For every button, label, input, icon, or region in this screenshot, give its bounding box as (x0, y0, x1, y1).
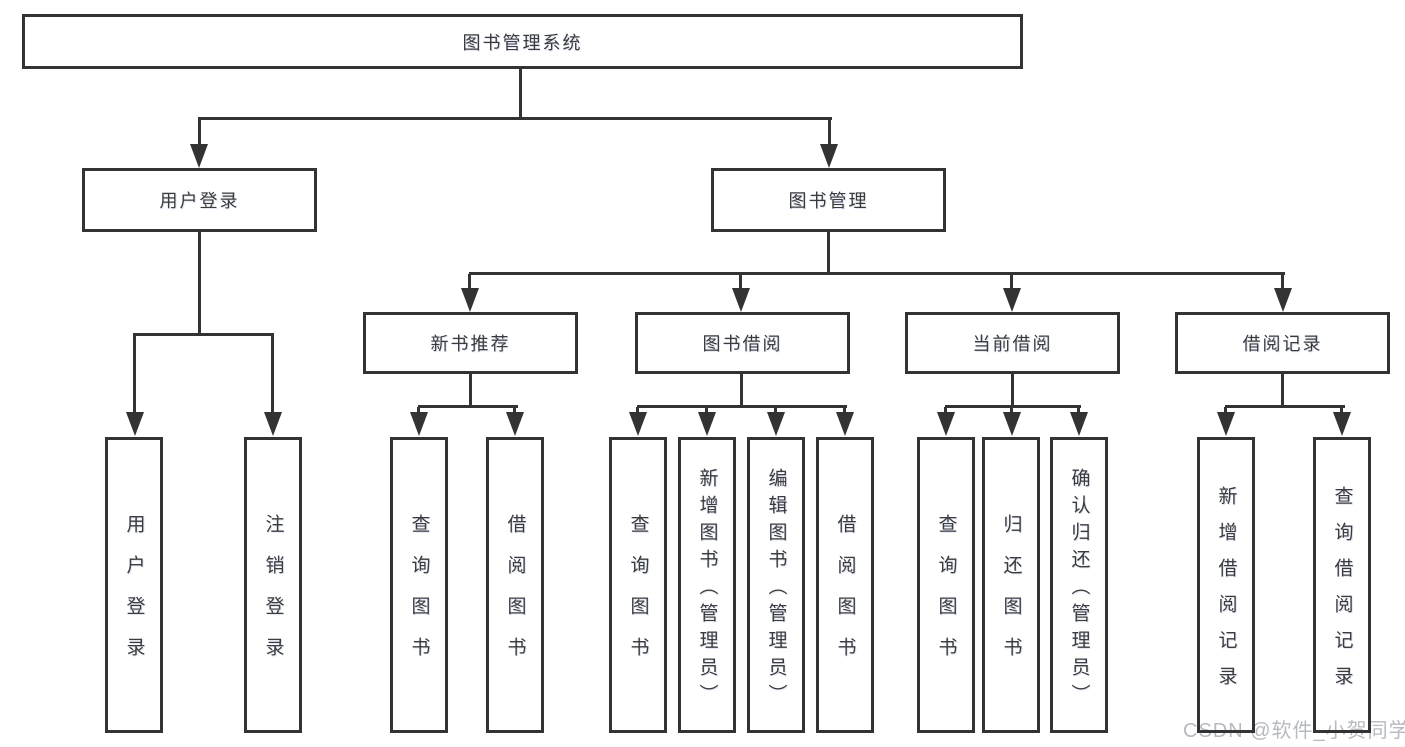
connector-line (1224, 407, 1227, 415)
node-label: 确认归还（管理员） (1068, 467, 1090, 711)
connector-line (1077, 407, 1080, 415)
connector-line (418, 405, 518, 408)
node-label: 借阅图书 (834, 514, 856, 678)
arrowhead-down (732, 288, 750, 312)
csdn-watermark: CSDN @软件_小贺同学 (1183, 720, 1405, 742)
leaf-query-borrow-record: 查询借阅记录 (1313, 437, 1371, 733)
connector-line (1281, 274, 1284, 292)
connector-line (636, 407, 639, 415)
node-label: 当前借阅 (972, 334, 1053, 354)
arrowhead-down (126, 412, 144, 436)
connector-line (417, 407, 420, 415)
leaf-add-books-admin: 新增图书（管理员） (678, 437, 736, 733)
node-label: 查询图书 (627, 514, 649, 678)
connector-line (1340, 407, 1343, 415)
arrowhead-down (1274, 288, 1292, 312)
connector-line (827, 229, 830, 275)
node-label: 归还图书 (1000, 514, 1022, 678)
node-book-borrowing: 图书借阅 (635, 312, 850, 374)
connector-line (843, 407, 846, 415)
connector-line (1281, 371, 1284, 408)
leaf-query-books: 查询图书 (917, 437, 975, 733)
node-label: 注销登录 (262, 514, 284, 678)
node-label: 图书管理系统 (462, 32, 583, 53)
leaf-logout: 注销登录 (244, 437, 302, 733)
node-label: 编辑图书（管理员） (765, 467, 787, 711)
connector-line (469, 272, 1285, 275)
connector-line (1010, 407, 1013, 415)
connector-line (519, 66, 522, 119)
node-label: 用户登录 (123, 514, 145, 678)
leaf-borrow-books: 借阅图书 (816, 437, 874, 733)
connector-line (945, 405, 1081, 408)
arrowhead-down (461, 288, 479, 312)
node-label: 图书借阅 (702, 334, 783, 354)
connector-line (1011, 371, 1014, 408)
leaf-confirm-return-admin: 确认归还（管理员） (1050, 437, 1108, 733)
arrowhead-down (1070, 412, 1088, 436)
connector-line (944, 407, 947, 415)
leaf-edit-books-admin: 编辑图书（管理员） (747, 437, 805, 733)
node-label: 借阅图书 (504, 514, 526, 678)
node-book-management: 图书管理 (711, 168, 946, 232)
arrowhead-down (1003, 412, 1021, 436)
connector-line (1010, 274, 1013, 292)
node-label: 借阅记录 (1242, 334, 1323, 354)
leaf-return-books: 归还图书 (982, 437, 1040, 733)
arrowhead-down (698, 412, 716, 436)
arrowhead-down (1003, 288, 1021, 312)
node-label: 图书管理 (788, 191, 869, 211)
arrowhead-down (767, 412, 785, 436)
connector-line (637, 405, 847, 408)
node-new-book-recommend: 新书推荐 (363, 312, 578, 374)
connector-line (739, 274, 742, 292)
connector-line (1225, 405, 1345, 408)
connector-line (828, 118, 831, 148)
leaf-user-login: 用户登录 (105, 437, 163, 733)
leaf-add-borrow-record: 新增借阅记录 (1197, 437, 1255, 733)
arrowhead-down (1217, 412, 1235, 436)
arrowhead-down (264, 412, 282, 436)
node-label: 查询图书 (935, 514, 957, 678)
connector-line (705, 407, 708, 415)
arrowhead-down (1333, 412, 1351, 436)
node-label: 查询图书 (408, 514, 430, 678)
connector-line (468, 274, 471, 292)
leaf-borrow-books: 借阅图书 (486, 437, 544, 733)
connector-line (740, 371, 743, 408)
connector-line (774, 407, 777, 415)
connector-line (198, 117, 832, 120)
node-label: 查询借阅记录 (1331, 485, 1353, 702)
connector-line (271, 335, 274, 414)
arrowhead-down (190, 144, 208, 168)
connector-line (198, 229, 201, 336)
leaf-query-books: 查询图书 (609, 437, 667, 733)
connector-line (133, 333, 274, 336)
arrowhead-down (937, 412, 955, 436)
node-label: 新增图书（管理员） (696, 467, 718, 711)
connector-line (469, 371, 472, 408)
node-library-system: 图书管理系统 (22, 14, 1023, 69)
connector-line (133, 335, 136, 414)
node-current-borrowing: 当前借阅 (905, 312, 1120, 374)
arrowhead-down (836, 412, 854, 436)
arrowhead-down (820, 144, 838, 168)
node-user-login: 用户登录 (82, 168, 317, 232)
leaf-query-books: 查询图书 (390, 437, 448, 733)
connector-line (513, 407, 516, 415)
node-borrow-records: 借阅记录 (1175, 312, 1390, 374)
arrowhead-down (506, 412, 524, 436)
node-label: 用户登录 (159, 191, 240, 211)
arrowhead-down (410, 412, 428, 436)
node-label: 新书推荐 (430, 334, 511, 354)
arrowhead-down (629, 412, 647, 436)
node-label: 新增借阅记录 (1215, 485, 1237, 702)
connector-line (198, 118, 201, 148)
